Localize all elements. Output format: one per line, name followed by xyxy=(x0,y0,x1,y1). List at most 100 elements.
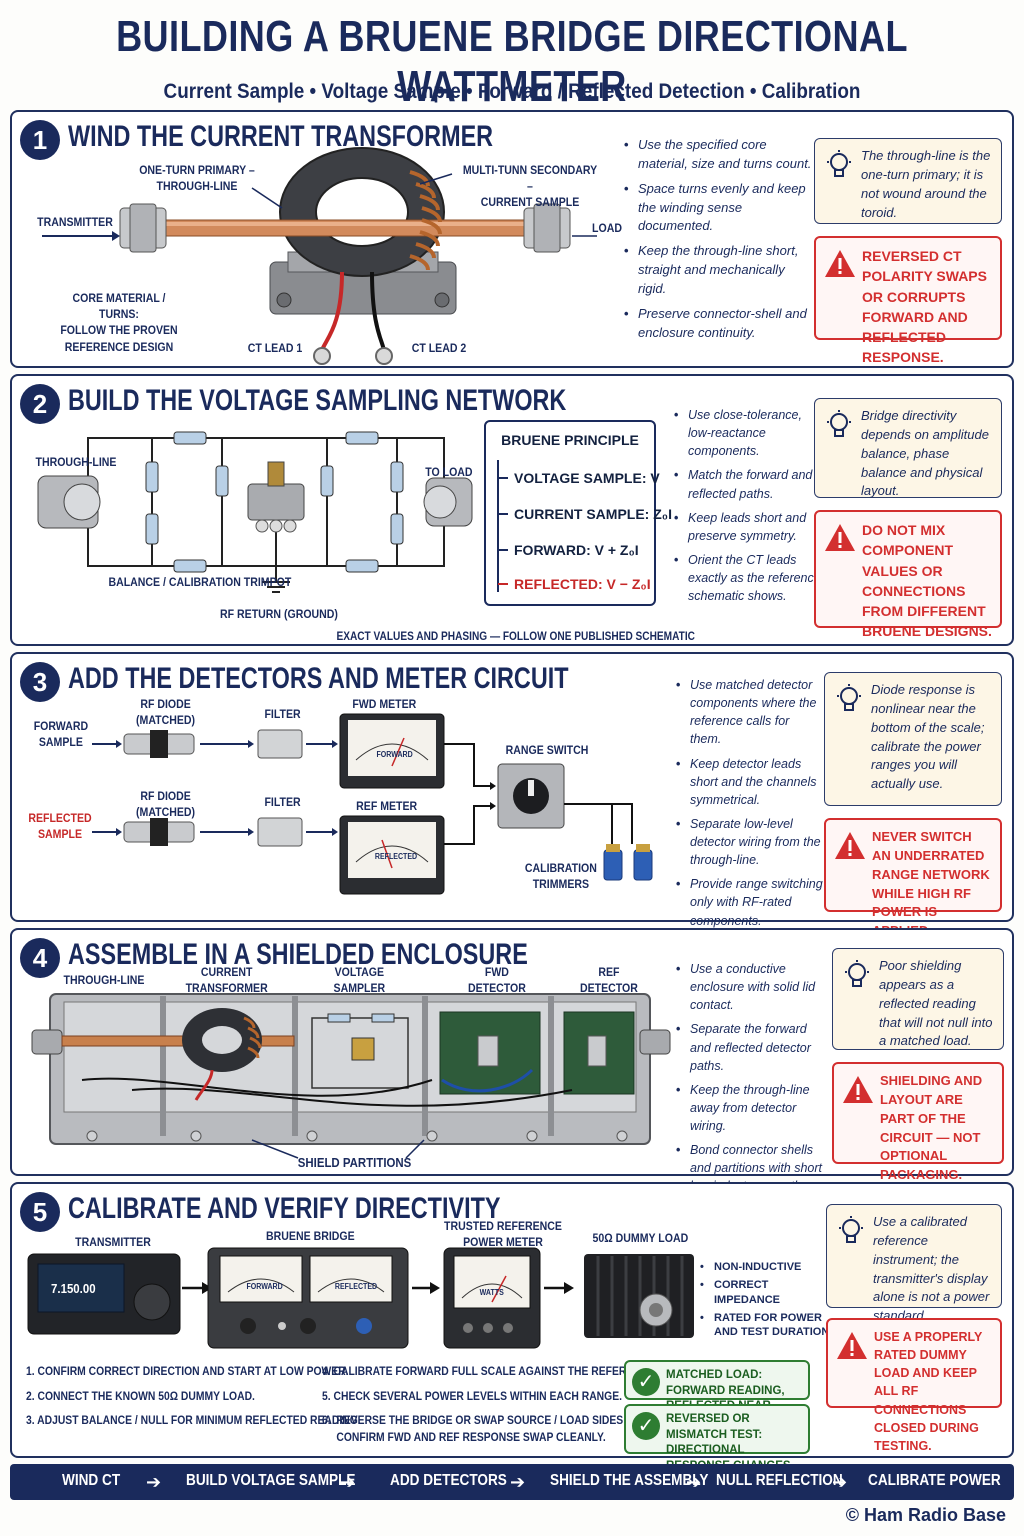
bullet: Keep detector leads short and the channe… xyxy=(676,755,824,809)
bullet: Use a conductive enclosure with solid li… xyxy=(676,960,828,1014)
lightbulb-icon xyxy=(837,684,861,711)
warning-text: REVERSED CT POLARITY SWAPS OR CORRUPTS F… xyxy=(862,248,987,366)
bullet: CORRECT IMPEDANCE xyxy=(700,1278,830,1308)
step-number-4: 4 xyxy=(20,938,60,978)
enclosure-illustration xyxy=(31,993,671,1159)
section-title-5: CALIBRATE AND VERIFY DIRECTIVITY xyxy=(68,1192,501,1225)
label-rf-diode-fwd: RF DIODE (MATCHED) xyxy=(136,697,196,728)
checkmark-icon: ✓ xyxy=(632,1412,660,1440)
step-item: 2. CONNECT THE KNOWN 50Ω DUMMY LOAD. xyxy=(26,1390,255,1403)
tip-box-5: Use a calibrated reference instrument; t… xyxy=(826,1204,1002,1323)
warning-box-2: DO NOT MIX COMPONENT VALUES OR CONNECTIO… xyxy=(814,510,1002,639)
step-number-3: 3 xyxy=(20,662,60,702)
section-voltage-sampling: 2 BUILD THE VOLTAGE SAMPLING NETWORK xyxy=(10,374,1014,646)
label-rf-diode-ref: RF DIODE (MATCHED) xyxy=(136,789,196,820)
tip-box-2: Bridge directivity depends on amplitude … xyxy=(814,398,1002,498)
tip-text: Poor shielding appears as a reflected re… xyxy=(879,958,993,1049)
arrow-right-icon: ➔ xyxy=(832,1472,848,1492)
bullet: Keep the through-line away from detector… xyxy=(676,1081,828,1135)
arrow-right-icon: ➔ xyxy=(510,1472,526,1492)
s4-bullets: Use a conductive enclosure with solid li… xyxy=(676,960,828,1202)
step-item: 5. CHECK SEVERAL POWER LEVELS WITHIN EAC… xyxy=(322,1390,622,1403)
bullet: Orient the CT leads exactly as the refer… xyxy=(674,551,826,605)
bullet: Separate the forward and reflected detec… xyxy=(676,1020,828,1074)
label-load: LOAD xyxy=(592,221,622,235)
warning-triangle-icon xyxy=(835,832,865,859)
warning-triangle-icon xyxy=(825,250,855,277)
copyright: © Ham Radio Base xyxy=(845,1505,1006,1525)
section-title-1: WIND THE CURRENT TRANSFORMER xyxy=(68,120,494,153)
label-current-transformer: CURRENT TRANSFORMER xyxy=(185,965,268,996)
label-ct-lead-1: CT LEAD 1 xyxy=(247,341,303,355)
step-number-5: 5 xyxy=(20,1192,60,1232)
calibration-steps-right: 4. CALIBRATE FORWARD FULL SCALE AGAINST … xyxy=(322,1364,698,1455)
lightbulb-icon xyxy=(827,410,851,437)
meter-face-watts: WATTS xyxy=(479,1288,504,1297)
label-forward-sample: FORWARD SAMPLE xyxy=(33,719,89,750)
label-transmitter: TRANSMITTER xyxy=(37,215,113,229)
lightbulb-icon xyxy=(827,150,851,177)
tip-text: Diode response is nonlinear near the bot… xyxy=(871,682,985,792)
section-enclosure: 4 ASSEMBLE IN A SHIELDED ENCLOSURE xyxy=(10,928,1014,1193)
section-calibrate: 5 CALIBRATE AND VERIFY DIRECTIVITY TRANS… xyxy=(10,1182,1014,1487)
calibration-setup-illustration xyxy=(27,1247,694,1349)
section-title-2: BUILD THE VOLTAGE SAMPLING NETWORK xyxy=(68,384,567,417)
s3-bullets: Use matched detector components where th… xyxy=(676,676,824,936)
label-trusted-reference: TRUSTED REFERENCE POWER METER xyxy=(444,1219,562,1250)
section-wind-ct: 1 WIND THE CURRENT TRANSFORMER xyxy=(10,110,1014,368)
label-ct-lead-2: CT LEAD 2 xyxy=(411,341,467,355)
dummy-load-bullets: NON-INDUCTIVE CORRECT IMPEDANCE RATED FO… xyxy=(700,1260,830,1343)
label-range-switch: RANGE SWITCH xyxy=(505,743,589,757)
check-box-matched: ✓ MATCHED LOAD: FORWARD READING, REFLECT… xyxy=(624,1360,810,1428)
section-title-4: ASSEMBLE IN A SHIELDED ENCLOSURE xyxy=(68,938,528,971)
voltage-network-schematic xyxy=(37,431,473,593)
label-through-line: THROUGH-LINE xyxy=(35,455,117,469)
bullet: Keep the through-line short, straight an… xyxy=(624,242,814,299)
workflow-step-4: SHIELD THE ASSEMBLY xyxy=(550,1472,709,1489)
label-voltage-sampler: VOLTAGE SAMPLER xyxy=(333,965,386,996)
checkmark-icon: ✓ xyxy=(632,1368,660,1396)
label-calibration-trimmers: CALIBRATION TRIMMERS xyxy=(524,861,597,892)
tip-text: Bridge directivity depends on amplitude … xyxy=(861,408,989,499)
principle-bracket xyxy=(497,460,508,592)
bullet: Use matched detector components where th… xyxy=(676,676,824,749)
lightbulb-icon xyxy=(839,1216,863,1243)
bullet: Preserve connector-shell and enclosure c… xyxy=(624,305,814,343)
label-through-line: THROUGH-LINE xyxy=(63,973,145,987)
calibration-steps-left: 1. CONFIRM CORRECT DIRECTION AND START A… xyxy=(26,1364,361,1438)
bullet: NON-INDUCTIVE xyxy=(700,1260,830,1275)
section-title-3: ADD THE DETECTORS AND METER CIRCUIT xyxy=(68,662,569,695)
check-box-reversed: ✓ REVERSED OR MISMATCH TEST: DIRECTIONAL… xyxy=(624,1404,810,1487)
label-fwd-detector: FWD DETECTOR xyxy=(467,965,526,996)
bullet: Use close-tolerance, low-reactance compo… xyxy=(674,406,826,460)
step-number-1: 1 xyxy=(20,120,60,160)
label-fwd-meter: FWD METER xyxy=(352,697,417,711)
bruene-principle-box: BRUENE PRINCIPLE VOLTAGE SAMPLE: V CURRE… xyxy=(484,420,672,606)
label-to-load: TO LOAD xyxy=(425,465,473,479)
meter-face-reflected: REFLECTED xyxy=(374,852,418,861)
warning-triangle-icon xyxy=(837,1332,867,1359)
s2-bullets: Use close-tolerance, low-reactance compo… xyxy=(674,406,826,611)
arrow-right-icon: ➔ xyxy=(686,1472,702,1492)
step-item: 3. ADJUST BALANCE / NULL FOR MINIMUM REF… xyxy=(26,1415,361,1428)
meter-face-forward: FORWARD xyxy=(376,750,413,759)
label-transmitter: TRANSMITTER xyxy=(75,1235,151,1249)
workflow-step-1: WIND CT xyxy=(62,1472,121,1489)
warning-box-4: SHIELDING AND LAYOUT ARE PART OF THE CIR… xyxy=(832,1062,1004,1182)
label-filter-ref: FILTER xyxy=(264,795,301,809)
workflow-bar: WIND CT ➔ BUILD VOLTAGE SAMPLE ➔ ADD DET… xyxy=(10,1464,1014,1500)
warning-box-3: NEVER SWITCH AN UNDERRATED RANGE NETWORK… xyxy=(824,818,1002,938)
step-item: 6. REVERSE THE BRIDGE OR SWAP SOURCE / L… xyxy=(322,1415,640,1445)
warning-text: USE A PROPERLY RATED DUMMY LOAD AND KEEP… xyxy=(874,1330,983,1453)
bridge-face-forward: FORWARD xyxy=(246,1282,283,1291)
warning-box-1: REVERSED CT POLARITY SWAPS OR CORRUPTS F… xyxy=(814,236,1002,365)
label-ref-meter: REF METER xyxy=(356,799,418,813)
bullet: Use the specified core material, size an… xyxy=(624,136,814,174)
principle-current: CURRENT SAMPLE: Z₀I xyxy=(514,506,672,522)
step-item: 4. CALIBRATE FORWARD FULL SCALE AGAINST … xyxy=(322,1366,698,1378)
arrow-right-icon: ➔ xyxy=(340,1472,356,1492)
label-core-material: CORE MATERIAL / TURNS: FOLLOW THE PROVEN… xyxy=(60,291,178,354)
principle-title: BRUENE PRINCIPLE xyxy=(501,432,639,448)
label-primary: ONE-TURN PRIMARY – THROUGH-LINE xyxy=(139,163,255,194)
tip-box-4: Poor shielding appears as a reflected re… xyxy=(832,948,1004,1050)
